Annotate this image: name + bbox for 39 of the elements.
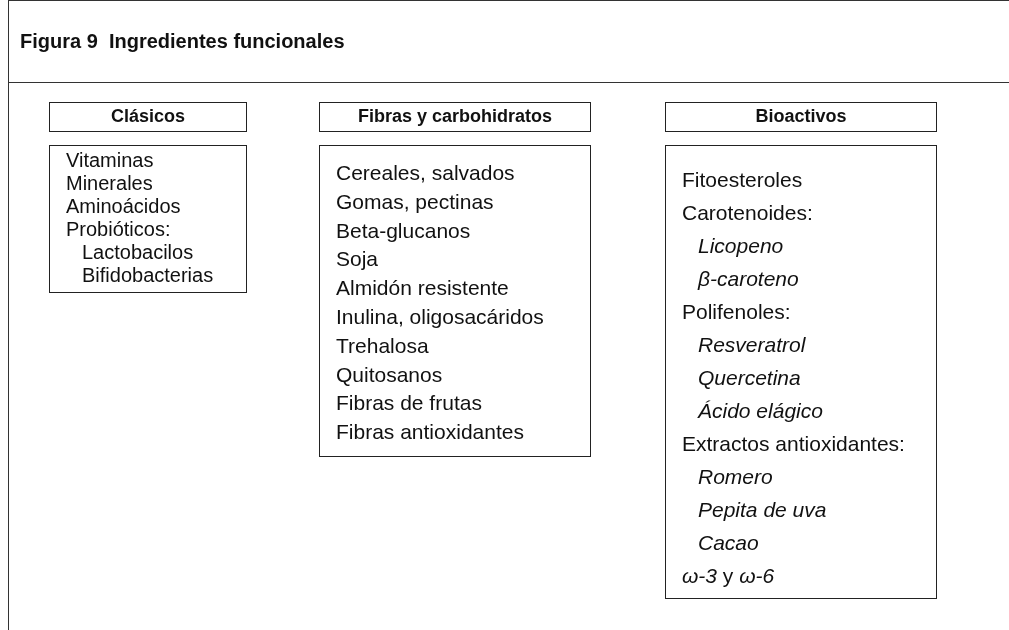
list-box — [49, 145, 247, 293]
header-box — [49, 102, 247, 132]
list-item: Vitaminas — [66, 149, 155, 172]
list-item: Trehalosa — [336, 332, 430, 359]
figure-title: Figura 9 Ingredientes funcionales — [20, 30, 345, 53]
list-item: Almidón resistente — [336, 275, 510, 302]
list-item: Fibras antioxidantes — [336, 419, 525, 446]
list-item: Aminoácidos — [66, 195, 182, 218]
list-box — [319, 145, 591, 457]
column-heading: Clásicos — [109, 105, 186, 128]
list-box — [665, 145, 937, 599]
list-item: Fibras de frutas — [336, 390, 483, 417]
list-item: Pepita de uva — [697, 497, 828, 523]
column-heading: Bioactivos — [754, 105, 848, 128]
list-item: Licopeno — [697, 233, 785, 259]
list-item: β-caroteno — [696, 266, 800, 292]
list-item: Carotenoides: — [682, 200, 814, 226]
list-item: Gomas, pectinas — [336, 188, 495, 215]
list-item: Inulina, oligosacáridos — [336, 304, 545, 330]
header-box — [319, 102, 591, 132]
list-item: Quitosanos — [336, 361, 444, 388]
column-heading: Fibras y carbohidratos — [356, 105, 554, 128]
list-item: Extractos antioxidantes: — [682, 431, 906, 457]
list-item: Soja — [336, 246, 380, 273]
list-item: Resveratrol — [697, 332, 807, 358]
list-item: Minerales — [66, 172, 154, 195]
list-item: Fitoesteroles — [682, 167, 804, 193]
list-item: ω-3 y ω-6 — [682, 563, 776, 589]
list-item: Quercetina — [697, 365, 802, 391]
list-item: Ácido elágico — [696, 398, 824, 424]
header-box — [665, 102, 937, 132]
list-item: Bifidobacterias — [81, 264, 215, 287]
list-item: Probióticos: — [66, 218, 172, 241]
list-item: Lactobacilos — [81, 241, 195, 264]
list-item: Cereales, salvados — [336, 160, 516, 186]
list-item: Romero — [697, 464, 774, 490]
list-item: Beta-glucanos — [336, 217, 472, 244]
list-item: Polifenoles: — [682, 299, 792, 325]
list-item: Cacao — [697, 530, 760, 556]
